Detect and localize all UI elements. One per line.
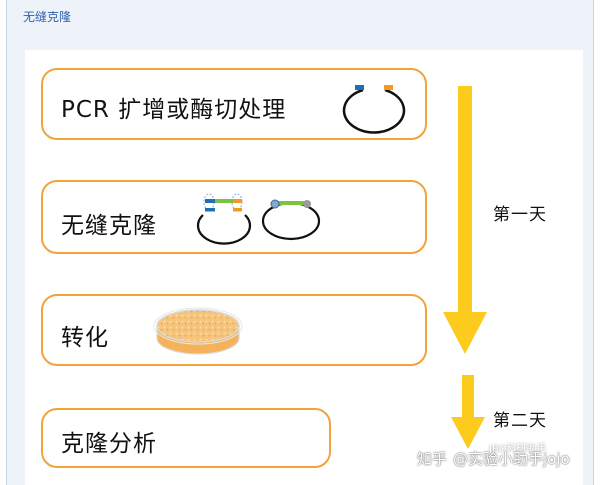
linear-vector-icon <box>342 85 406 134</box>
down-arrow-icon <box>443 86 487 354</box>
watermark-faint: JBO科研助手 <box>489 444 547 455</box>
step-seamless-label: 无缝克隆 <box>61 213 157 239</box>
day-one-label: 第一天 <box>493 205 547 225</box>
panel-title: 无缝克隆 <box>23 10 72 24</box>
petri-dish-icon <box>153 307 243 355</box>
step-analysis-label: 克隆分析 <box>61 431 157 457</box>
diagram-panel: 无缝克隆 PCR 扩增或酶切处理 无缝克隆 <box>6 0 594 485</box>
recombined-plasmid-icon <box>261 199 321 241</box>
step-pcr-box: PCR 扩增或酶切处理 <box>41 68 427 140</box>
day-two-label: 第二天 <box>493 411 547 431</box>
workflow-canvas: PCR 扩增或酶切处理 无缝克隆 <box>25 50 583 485</box>
step-seamless-box: 无缝克隆 <box>41 180 427 254</box>
step-transform-box: 转化 <box>41 294 427 366</box>
down-arrow-icon <box>451 375 485 449</box>
watermark-author: @实验小助手jojo <box>453 450 570 468</box>
step-analysis-box: 克隆分析 <box>41 408 331 468</box>
insert-fragment-icon <box>196 193 252 245</box>
step-pcr-label: PCR 扩增或酶切处理 <box>61 97 287 123</box>
watermark-brand: 知乎 <box>417 450 448 468</box>
step-transform-label: 转化 <box>61 325 109 351</box>
